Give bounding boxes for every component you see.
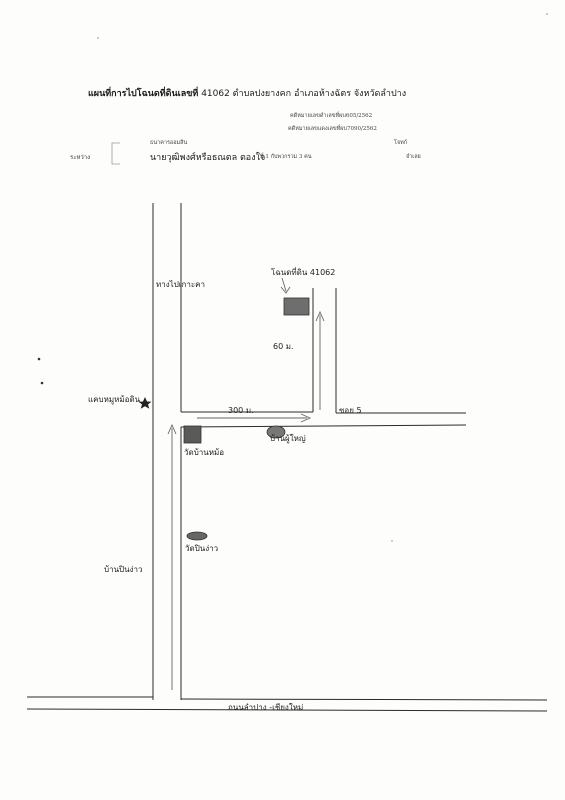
road-kaokha-label: ทางไปเกาะคา bbox=[156, 280, 205, 289]
defendant-detail: ที่ 1 กับพวกรวม 3 คน bbox=[260, 154, 312, 160]
scan-dot bbox=[37, 357, 41, 361]
route-arrows bbox=[167, 277, 325, 690]
scan-dot bbox=[97, 37, 99, 39]
wat-pin-ngao-marker bbox=[186, 531, 208, 541]
deed-label: โฉนดที่ดิน 41062 bbox=[271, 268, 336, 277]
main-road-bottom bbox=[26, 708, 548, 712]
scan-dot bbox=[546, 13, 548, 15]
map-title: แผนที่การไปโฉนดที่ดินเลขที่ 41062 ตำบลปง… bbox=[88, 86, 406, 100]
soi5-label: ซอย 5 bbox=[339, 406, 362, 415]
main-road-top-east bbox=[180, 698, 548, 701]
ban-phu-yai-marker bbox=[266, 425, 286, 439]
scan-dot bbox=[40, 381, 44, 385]
distance-300-label: 300 ม. bbox=[228, 406, 254, 415]
plaintiff-role: โจทก์ bbox=[394, 140, 408, 146]
distance-60-label: 60 ม. bbox=[273, 342, 294, 351]
between-label: ระหว่าง bbox=[70, 154, 91, 161]
wat-ban-mo-label: วัดบ้านหม้อ bbox=[184, 448, 225, 457]
deed-pointer-arrow bbox=[280, 277, 291, 294]
route-arrow-east bbox=[197, 413, 312, 423]
map-title-bold: แผนที่การไปโฉนดที่ดินเลขที่ bbox=[88, 89, 199, 99]
route-arrow-to-deed bbox=[315, 310, 325, 410]
defendant-name: นายวุฒิพงศ์หรือธณตล ตองใจ bbox=[150, 153, 266, 163]
ban-pin-ngao-label: บ้านปินง่าว bbox=[104, 565, 143, 574]
wat-ban-mo-marker bbox=[183, 425, 202, 444]
road-lines bbox=[26, 203, 548, 712]
plaintiff-caption: ธนาคารออมสิน bbox=[150, 140, 188, 146]
case-number-black: คดีหมายเลขดำเลขที่ผบ605/2562 bbox=[290, 113, 373, 119]
main-road-label: ถนนลำปาง -เชียงใหม่ bbox=[228, 703, 304, 712]
pottery-market-star-icon bbox=[138, 397, 152, 409]
wat-pin-ngao-label: วัดปินง่าว bbox=[185, 544, 219, 553]
party-bracket bbox=[111, 142, 120, 165]
scan-dot bbox=[391, 540, 393, 542]
ban-phu-yai-label: บ้านผู้ใหญ่ bbox=[270, 434, 306, 443]
case-number-red: คดีหมายเลขแดงเลขที่ผบ7090/2562 bbox=[288, 126, 377, 132]
defendant-role: จำเลย bbox=[406, 154, 421, 160]
pottery-market-label: แคบหมูหม้อดิน bbox=[88, 395, 141, 404]
route-arrow-north bbox=[167, 423, 177, 690]
soi5-bottom-edge bbox=[180, 424, 467, 428]
deed-plot-marker bbox=[283, 297, 310, 316]
map-title-rest: 41062 ตำบลปงยางคก อำเภอห้างฉัตร จังหวัดล… bbox=[201, 89, 407, 99]
